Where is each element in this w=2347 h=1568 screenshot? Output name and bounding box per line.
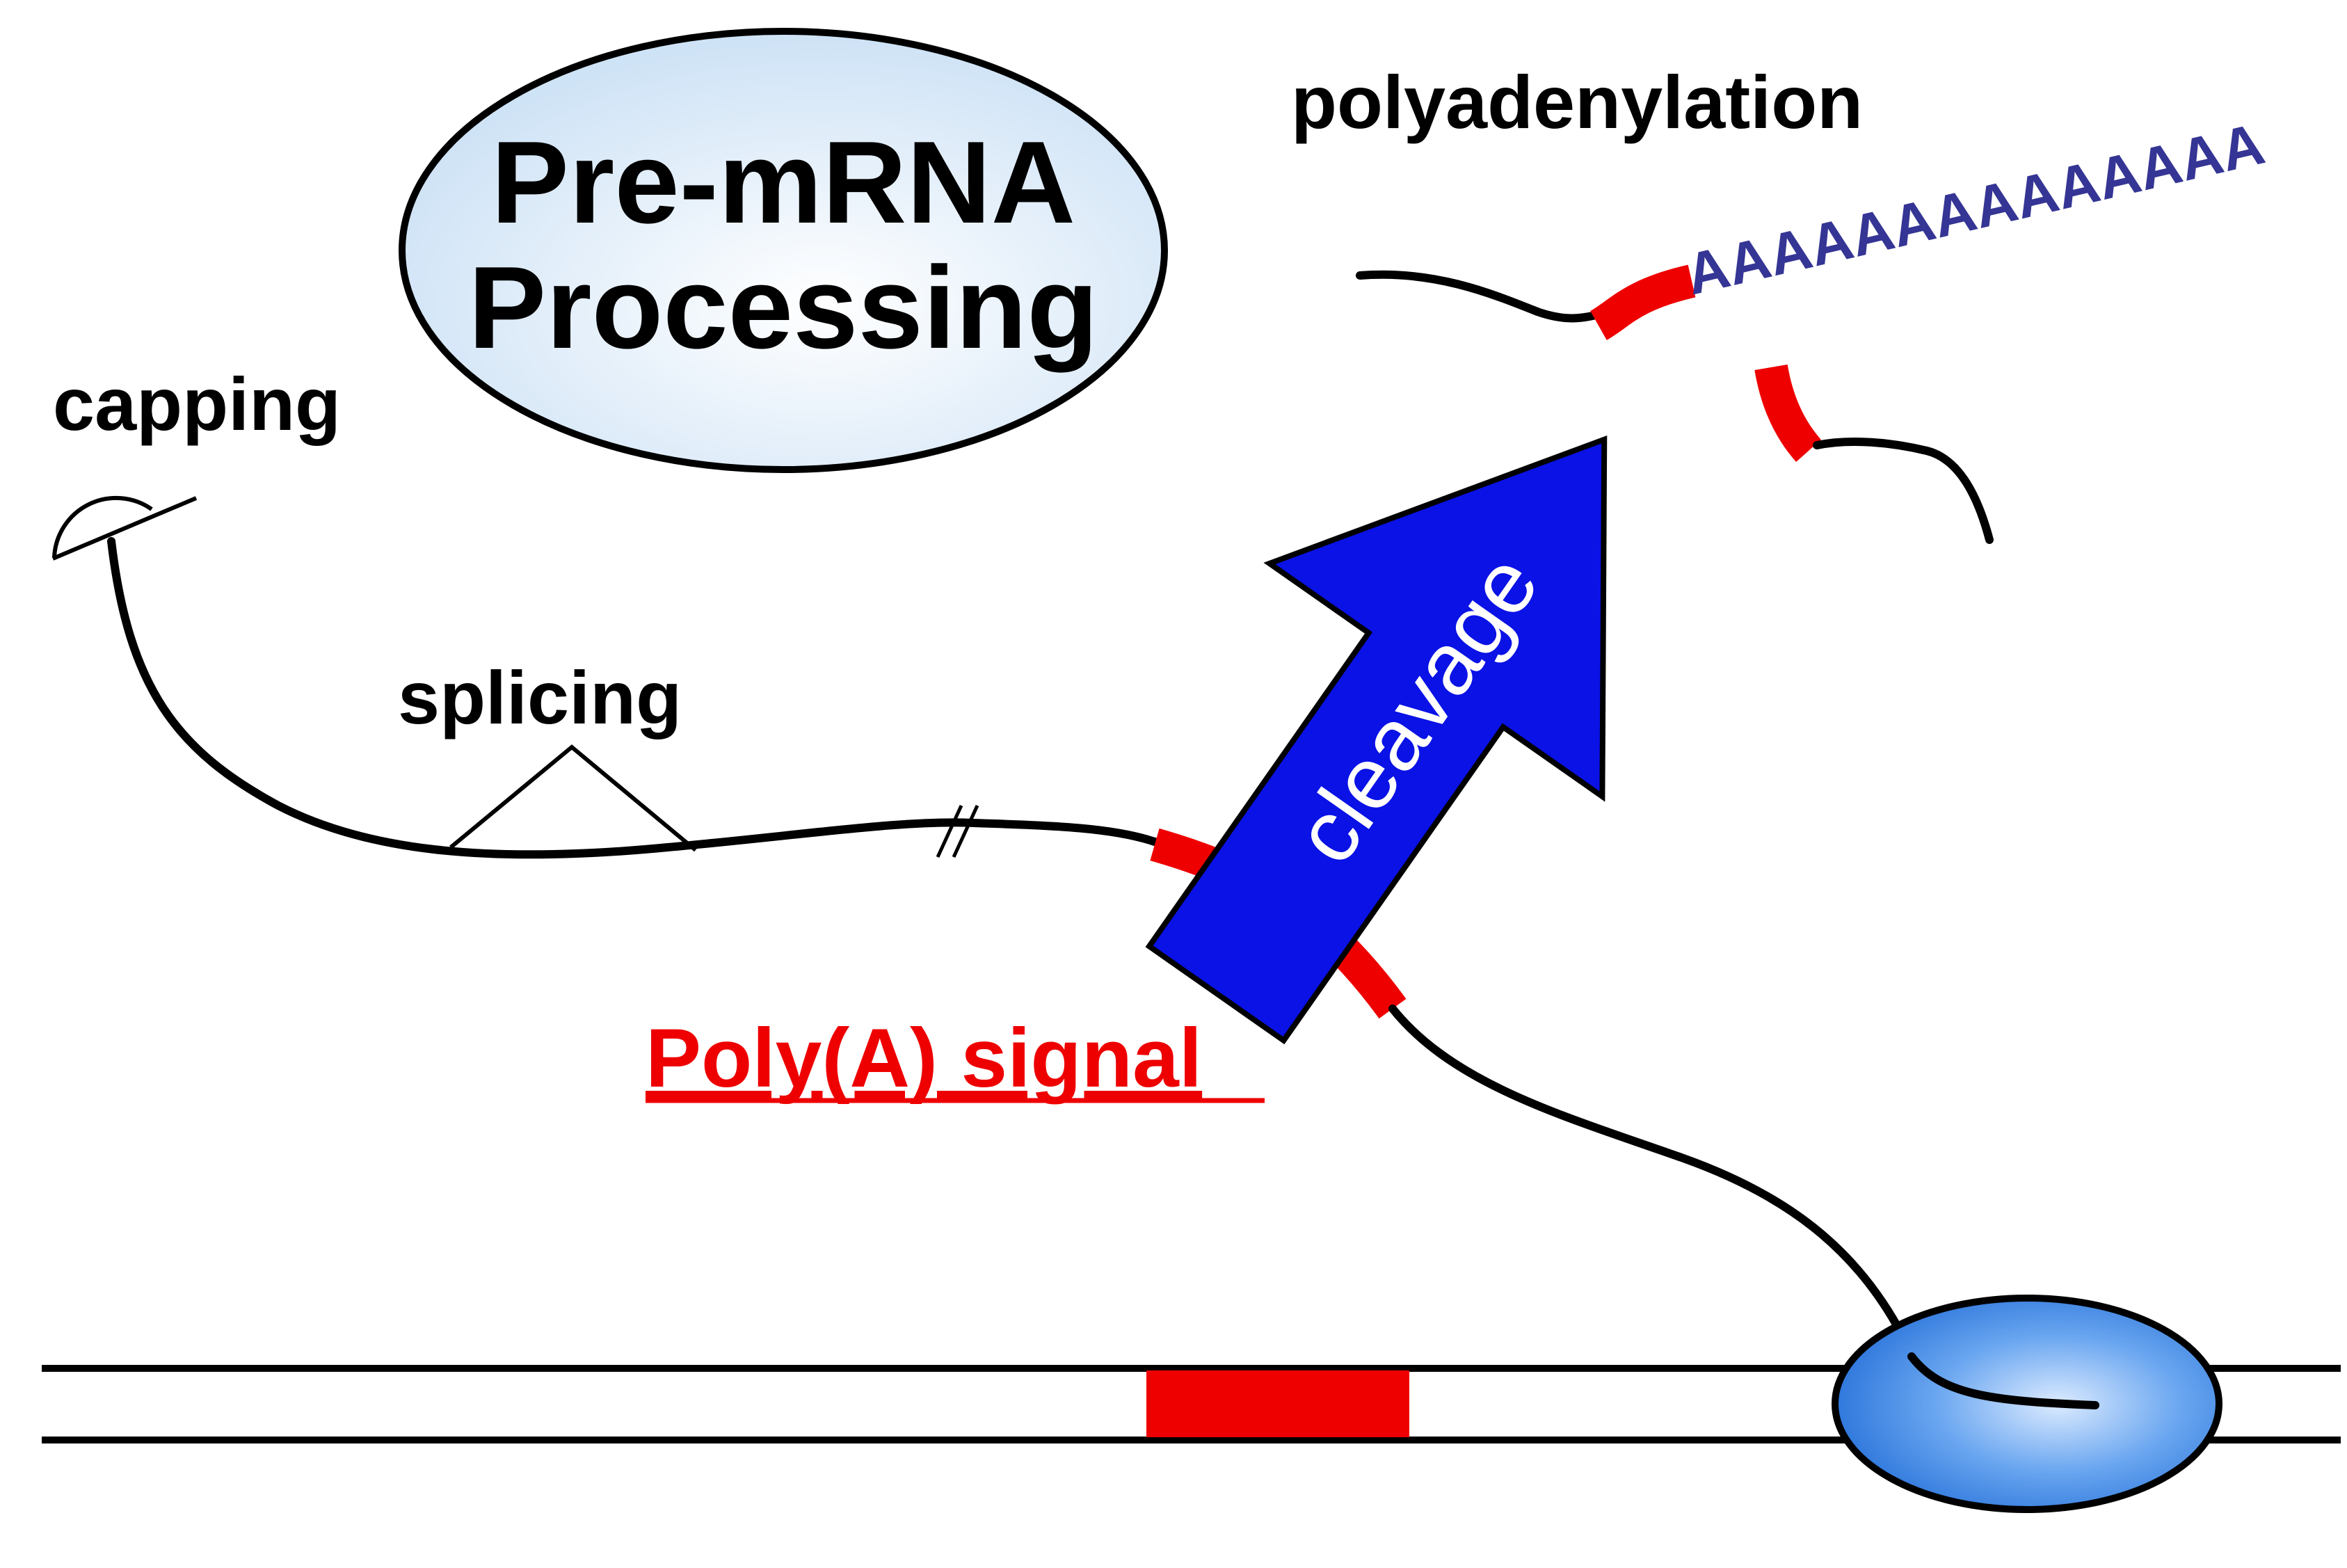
cleaved-upstream-fragment bbox=[1356, 264, 1696, 340]
title-line-1: Pre-mRNA bbox=[491, 117, 1075, 248]
strand-break-marker bbox=[936, 804, 979, 858]
title-line-2: Processing bbox=[468, 242, 1098, 373]
rna-polymerase bbox=[1832, 1295, 2222, 1513]
title-bubble: Pre-mRNA Processing bbox=[399, 28, 1168, 473]
cap-icon bbox=[51, 495, 198, 561]
polya-signal-label: Poly(A) signal bbox=[646, 1011, 1202, 1105]
capping-label: capping bbox=[53, 362, 341, 446]
splice-intron-loop bbox=[449, 744, 697, 852]
cleaved-downstream-fragment bbox=[1754, 364, 1994, 544]
polyadenylation-label: polyadenylation bbox=[1291, 60, 1863, 144]
dna-polya-signal-block bbox=[1146, 1370, 1409, 1437]
cleavage-arrow: cleavage bbox=[1145, 435, 1608, 1045]
pre-mrna-strand bbox=[107, 537, 1159, 859]
splicing-label: splicing bbox=[398, 655, 682, 739]
